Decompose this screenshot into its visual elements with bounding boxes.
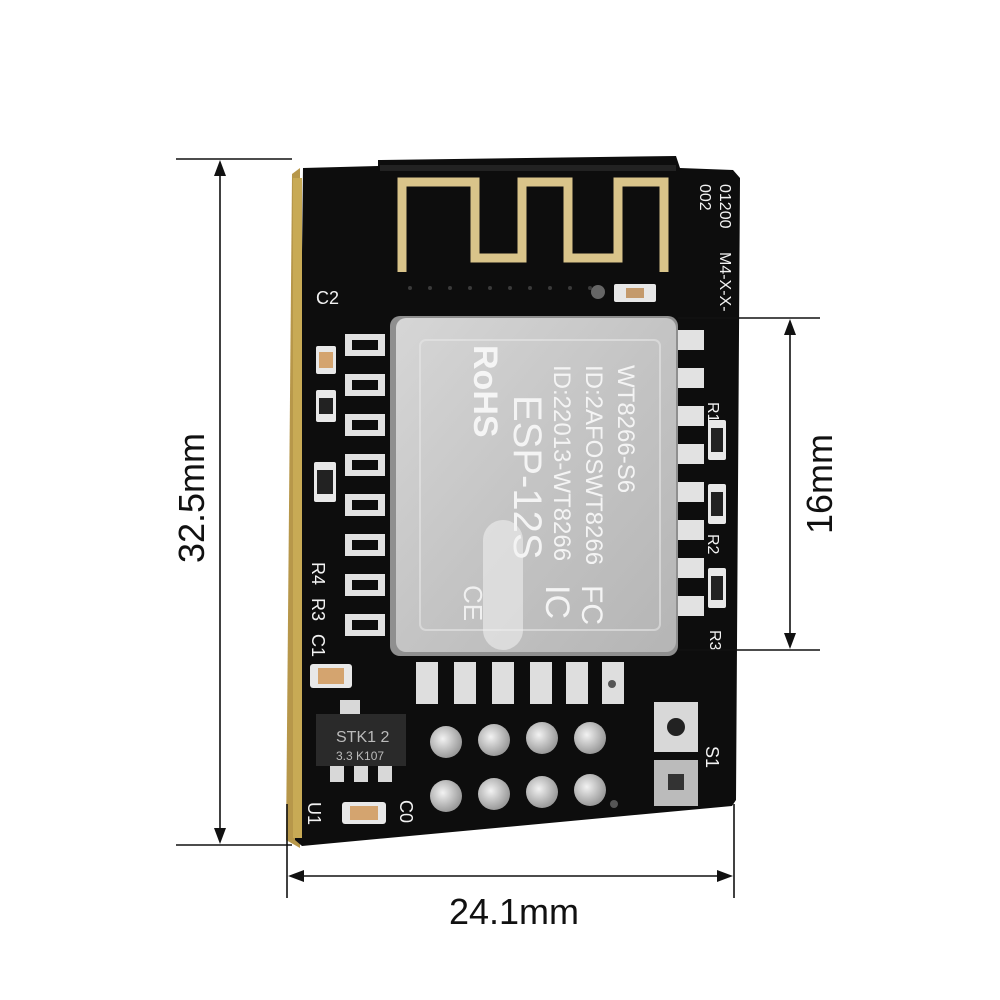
label-r3-right: R3 <box>706 630 723 651</box>
board-code-2: 01200 <box>716 184 733 229</box>
label-r3-left: R3 <box>308 598 328 621</box>
shield-can <box>396 318 676 652</box>
smd-components-left <box>310 346 386 824</box>
silkscreen-labels: C2 R1 R2 R3 R4 R3 C1 U1 C0 S1 002 01200 … <box>304 184 733 825</box>
compliance-mark: RoHS <box>466 345 504 438</box>
dimension-lines <box>176 158 820 898</box>
label-r2: R2 <box>704 534 721 555</box>
header-vias <box>430 680 618 812</box>
pcb-antenna <box>397 177 669 272</box>
module-pads-left <box>345 334 385 636</box>
antenna-vias <box>408 286 592 290</box>
wt-logo-pill <box>483 520 523 650</box>
width-dimension-label: 24.1mm <box>448 891 580 932</box>
board-edge-plating <box>293 178 302 838</box>
label-c2: C2 <box>316 288 339 308</box>
label-c1: C1 <box>308 634 328 657</box>
mounting-via <box>591 285 605 299</box>
regulator-marking-2: 3.3 K107 <box>336 749 384 763</box>
label-r1: R1 <box>704 402 721 423</box>
board-code-3: M4-X-X- <box>716 252 733 312</box>
label-r4: R4 <box>308 562 328 585</box>
voltage-regulator: STK1 2 3.3 K107 <box>316 700 406 782</box>
label-s1: S1 <box>702 746 722 768</box>
module-pads-bottom <box>416 662 624 704</box>
module-pads-right <box>672 330 704 616</box>
height-dimension-label: 32.5mm <box>171 432 212 564</box>
ic-id: ID:22013-WT8266 <box>548 365 575 561</box>
board-code-1: 002 <box>696 184 713 211</box>
ic-mark: IC <box>538 585 576 619</box>
fcc-mark: FC <box>575 585 608 625</box>
antenna-board-edge <box>380 165 676 171</box>
regulator-marking-1: STK1 2 <box>336 729 389 746</box>
module-variant: WT8266-S6 <box>612 365 639 493</box>
fcc-id: ID:2AFOSWT8266 <box>580 365 607 565</box>
smd-components-right <box>708 420 726 608</box>
label-c0: C0 <box>396 800 416 823</box>
switch-s1 <box>654 702 698 806</box>
label-u1: U1 <box>304 802 324 825</box>
shield-dimension-label: 16mm <box>799 433 840 535</box>
